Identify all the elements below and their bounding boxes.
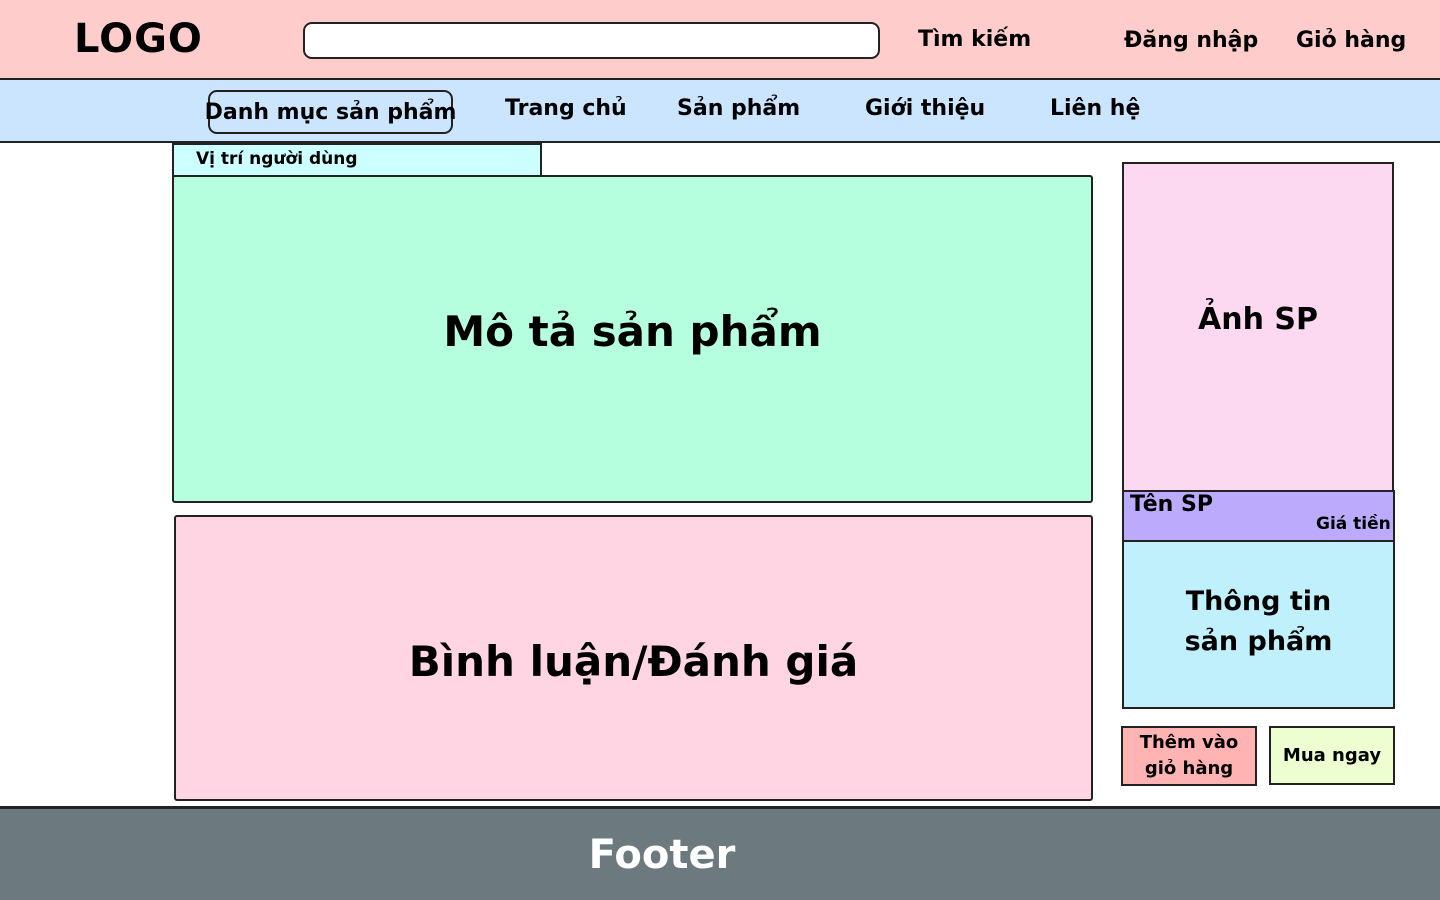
product-image: Ảnh SP — [1122, 162, 1394, 493]
buy-now-label: Mua ngay — [1282, 745, 1382, 766]
login-link[interactable]: Đăng nhập — [1124, 28, 1259, 53]
reviews-label: Bình luận/Đánh giá — [408, 636, 859, 686]
product-image-label: Ảnh SP — [1198, 302, 1318, 337]
nav-contact[interactable]: Liên hệ — [1050, 96, 1141, 121]
add-to-cart-label-line1: Thêm vào — [1139, 732, 1239, 753]
nav-home[interactable]: Trang chủ — [505, 96, 627, 121]
product-info-section: Thông tin sản phẩm — [1122, 540, 1395, 709]
logo[interactable]: LOGO — [74, 16, 203, 62]
product-info-label-line2: sản phẩm — [1184, 626, 1333, 657]
buy-now-button[interactable]: Mua ngay — [1269, 726, 1395, 785]
breadcrumb: Vị trí người dùng — [172, 143, 542, 177]
product-categories-button[interactable]: Danh mục sản phẩm — [205, 90, 456, 134]
product-description-section: Mô tả sản phẩm — [172, 175, 1093, 503]
nav-products[interactable]: Sản phẩm — [677, 96, 801, 121]
search-button[interactable]: Tìm kiếm — [918, 27, 1032, 52]
product-info-label-line1: Thông tin — [1185, 586, 1332, 617]
add-to-cart-label-line2: giỏ hàng — [1144, 758, 1234, 779]
product-name-bar — [1122, 490, 1395, 542]
nav-about[interactable]: Giới thiệu — [865, 96, 986, 121]
reviews-section: Bình luận/Đánh giá — [174, 515, 1093, 801]
footer-label: Footer — [588, 831, 736, 878]
product-price: Giá tiền — [1316, 514, 1391, 534]
search-input[interactable] — [303, 22, 880, 59]
product-name: Tên SP — [1130, 492, 1213, 517]
cart-link[interactable]: Giỏ hàng — [1296, 28, 1407, 53]
product-description-label: Mô tả sản phẩm — [443, 306, 822, 356]
add-to-cart-button[interactable]: Thêm vào giỏ hàng — [1121, 726, 1257, 786]
footer: Footer — [0, 806, 1440, 900]
